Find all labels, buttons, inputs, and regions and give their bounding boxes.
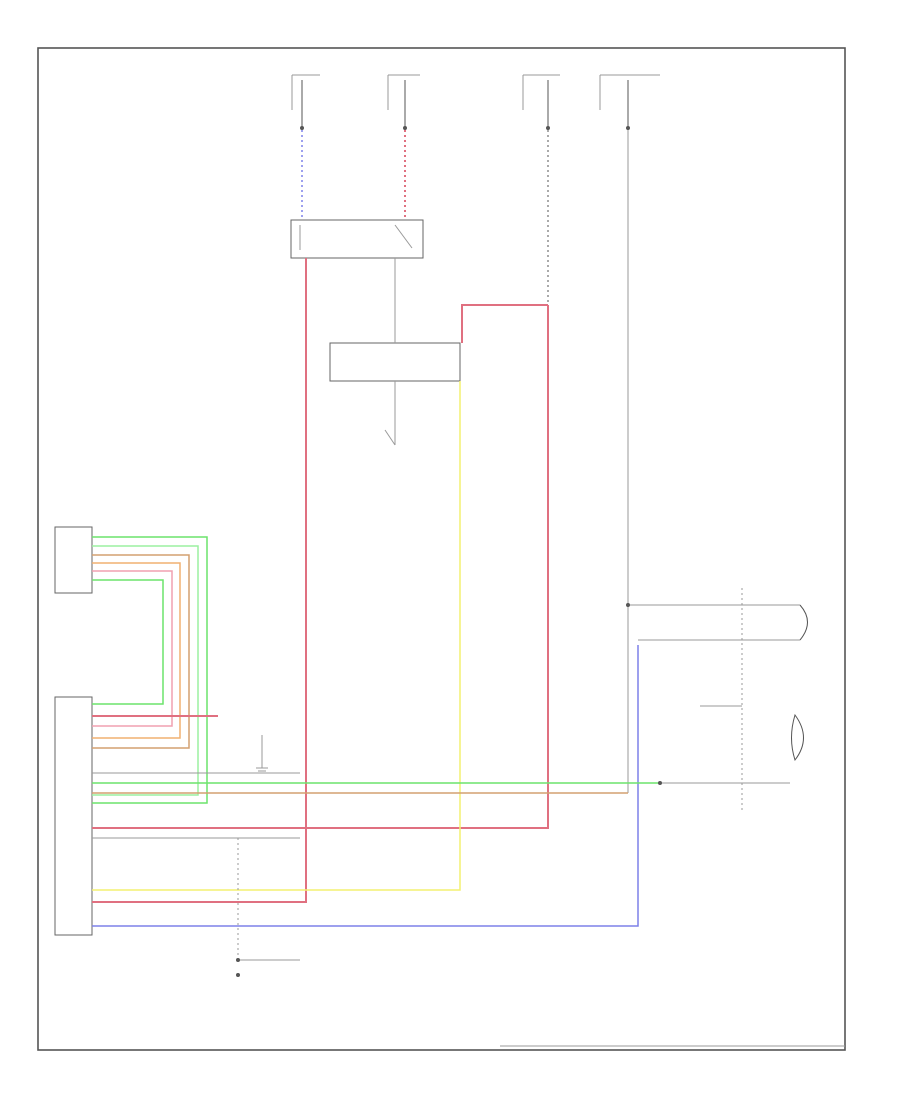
fuse-terminal-1	[291, 74, 320, 130]
module-box-middle	[329, 342, 461, 382]
relay-box-upper	[290, 219, 424, 259]
wire-green-6	[92, 579, 164, 705]
diagram-frame	[37, 47, 846, 1051]
wire-brown-3	[92, 554, 190, 749]
right-sensor-shape	[791, 713, 804, 762]
ground-symbol	[256, 735, 268, 772]
wire-yellow	[92, 381, 461, 891]
fuse-terminal-4	[599, 74, 660, 130]
wire-lgreen-2	[92, 545, 199, 796]
wire-pink-5	[92, 570, 173, 727]
wire-green-1	[92, 536, 208, 804]
wire-blue-lower	[92, 645, 639, 927]
wire-red-to-module	[461, 304, 548, 343]
wire-red-right	[92, 305, 549, 829]
wire-orange-4	[92, 562, 181, 739]
left-control-module	[54, 696, 93, 936]
fuse-terminal-3	[522, 74, 560, 130]
wire-red-main	[92, 258, 307, 903]
left-sensor-box	[54, 526, 93, 594]
fuse-terminal-2	[387, 74, 420, 130]
right-connector-bracket	[799, 604, 808, 641]
